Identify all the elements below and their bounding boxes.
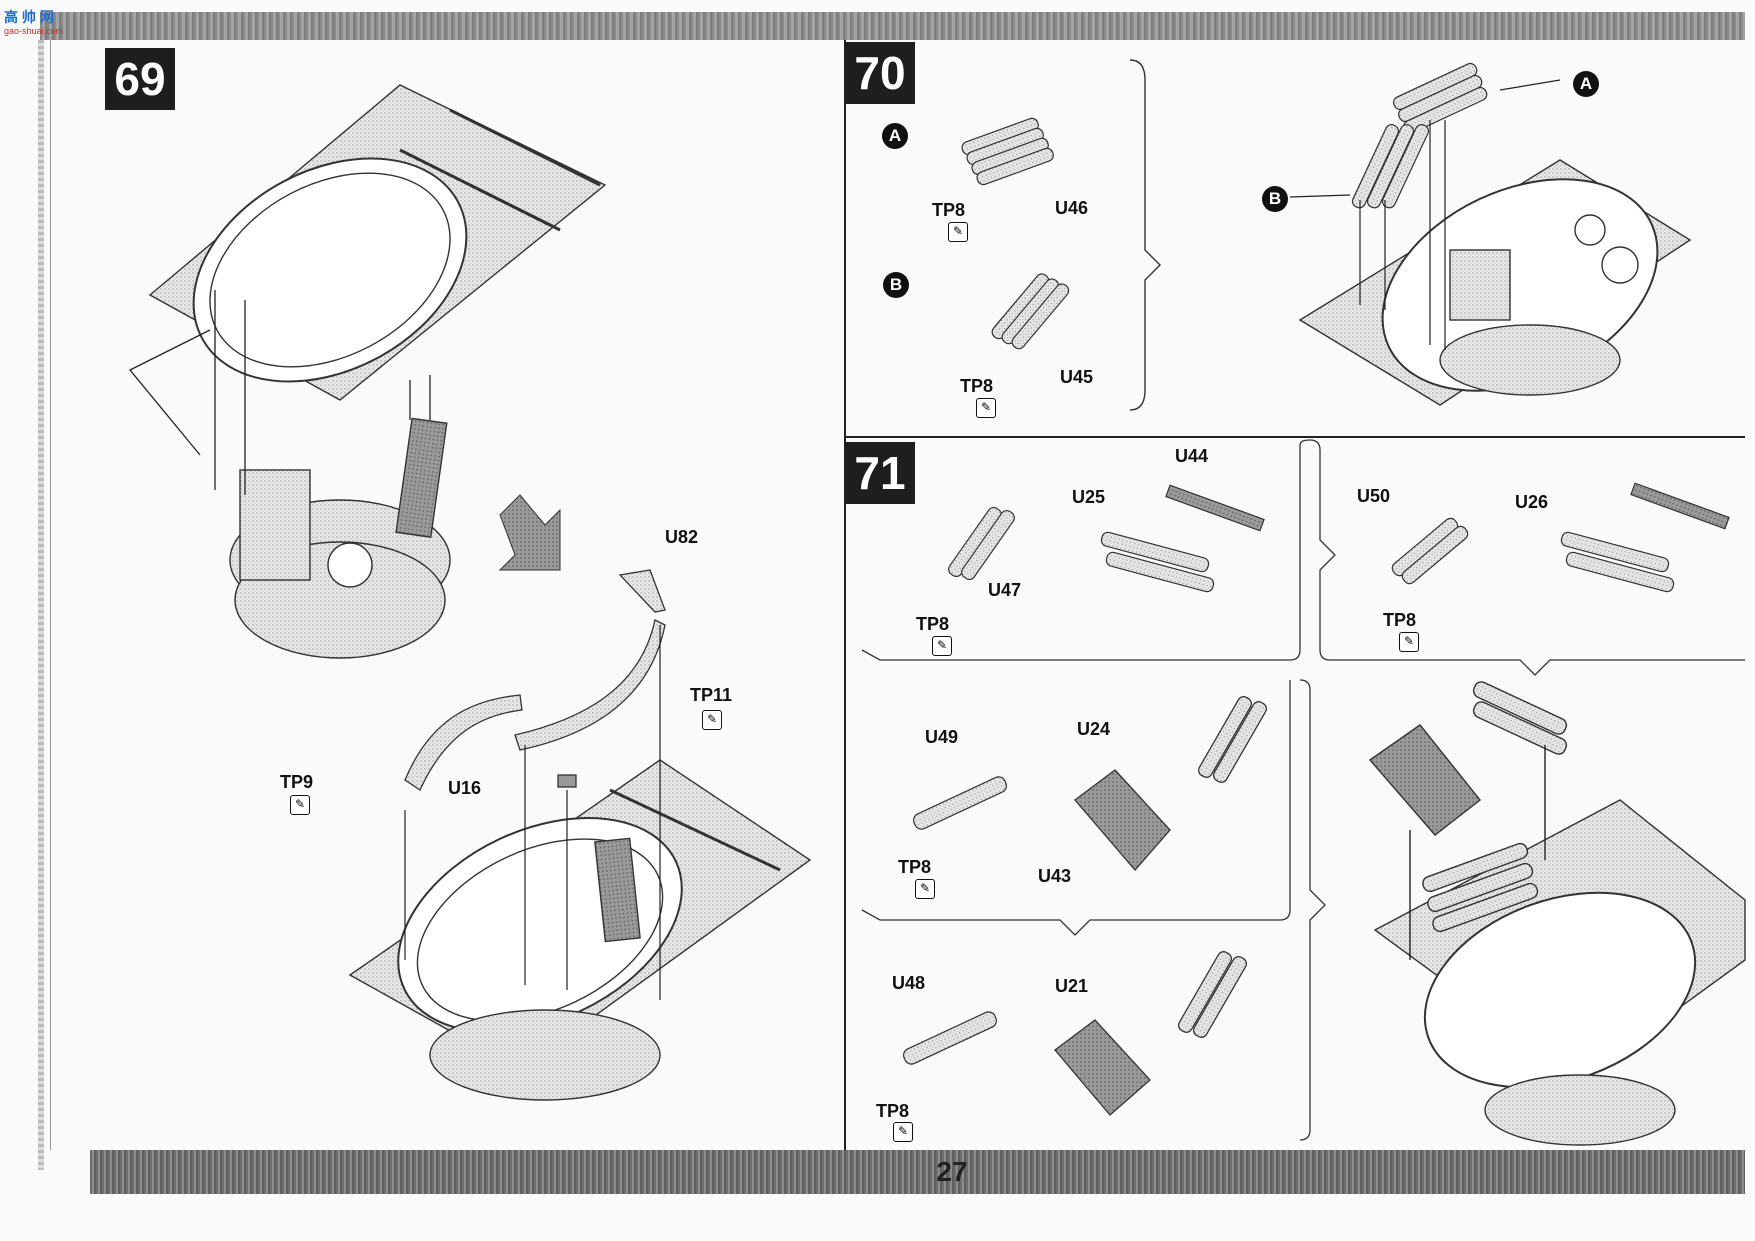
step69-upper-plate bbox=[148, 84, 607, 401]
part-label-tp8: TP8 bbox=[876, 1101, 910, 1121]
logo-sub: gao-shuai.com bbox=[4, 26, 64, 36]
part-label-u50: U50 bbox=[1357, 486, 1391, 506]
part-label-tp8: TP8 bbox=[916, 614, 950, 634]
decal-sheet-icon: ✎ bbox=[915, 879, 935, 899]
decal-sheet-icon: ✎ bbox=[290, 795, 310, 815]
decal-sheet-icon: ✎ bbox=[702, 710, 722, 730]
step-71-badge: 71 bbox=[845, 442, 915, 504]
part-label-u16: U16 bbox=[448, 778, 482, 798]
scan-left-edge bbox=[38, 40, 44, 1170]
part-label-tp9: TP9 bbox=[280, 772, 314, 792]
part-label-u45: U45 bbox=[1060, 367, 1094, 387]
step-70-badge: 70 bbox=[845, 42, 915, 104]
scan-bottom-band bbox=[90, 1150, 1745, 1194]
step71-shells-u48 bbox=[903, 1011, 997, 1065]
part-label-u26: U26 bbox=[1515, 492, 1549, 512]
part-label-tp8: TP8 bbox=[898, 857, 932, 877]
decal-sheet-icon: ✎ bbox=[893, 1122, 913, 1142]
step70-shell-group-a bbox=[961, 117, 1054, 186]
decal-sheet-icon: ✎ bbox=[1399, 632, 1419, 652]
step70-71-divider bbox=[844, 436, 1745, 438]
part-label-u49: U49 bbox=[925, 727, 959, 747]
callout-a: A bbox=[882, 123, 908, 149]
page-number: 27 bbox=[936, 1156, 968, 1187]
step69-armor-pieces bbox=[404, 569, 666, 791]
part-label-tp8: TP8 bbox=[960, 376, 994, 396]
step70-shell-group-b bbox=[991, 273, 1070, 350]
decal-sheet-icon: ✎ bbox=[976, 398, 996, 418]
left-page-edge bbox=[50, 40, 51, 1150]
step69-completed-hull bbox=[348, 759, 812, 1101]
step70-top-shells bbox=[1351, 62, 1488, 209]
decal-sheet-icon: ✎ bbox=[948, 222, 968, 242]
step71-final-assembly bbox=[1368, 681, 1746, 1146]
part-label-u82: U82 bbox=[665, 527, 699, 547]
part-label-u47: U47 bbox=[988, 580, 1022, 600]
down-right-arrow-icon bbox=[498, 494, 561, 571]
step71-brackets bbox=[861, 439, 1745, 1141]
step70-hull-assembly bbox=[1298, 159, 1692, 406]
watermark-logo: 高 帅 网 gao-shuai.com bbox=[4, 10, 63, 38]
step70-assembly-arrows bbox=[1289, 79, 1561, 350]
part-label-tp11: TP11 bbox=[690, 685, 733, 705]
callout-b: B bbox=[1262, 186, 1288, 212]
part-label-u43: U43 bbox=[1038, 866, 1072, 886]
part-label-u24: U24 bbox=[1077, 719, 1111, 739]
step71-box-u21 bbox=[1054, 951, 1248, 1116]
scan-top-band bbox=[40, 12, 1745, 40]
step71-shells-u50 bbox=[1391, 517, 1469, 585]
part-label-u46: U46 bbox=[1055, 198, 1089, 218]
step69-lower-arrows bbox=[404, 625, 661, 1000]
part-label-u21: U21 bbox=[1055, 976, 1089, 996]
step71-box-u43 bbox=[1074, 696, 1268, 871]
part-label-u44: U44 bbox=[1175, 446, 1209, 466]
part-label-tp8: TP8 bbox=[1383, 610, 1417, 630]
part-label-u48: U48 bbox=[892, 973, 926, 993]
step71-rack-u44 bbox=[1100, 484, 1265, 593]
part-label-tp8: TP8 bbox=[932, 200, 966, 220]
step71-shells-u47 bbox=[948, 506, 1015, 581]
step-69-badge: 69 bbox=[105, 48, 175, 110]
step69-turret-basket bbox=[229, 417, 451, 659]
callout-b: B bbox=[883, 272, 909, 298]
callout-a: A bbox=[1573, 71, 1599, 97]
step71-rack-u26 bbox=[1560, 482, 1730, 593]
step69-assembly-arrows bbox=[128, 290, 431, 495]
step70-bracket bbox=[1129, 59, 1161, 411]
part-label-u25: U25 bbox=[1072, 487, 1106, 507]
decal-sheet-icon: ✎ bbox=[932, 636, 952, 656]
logo-text: 高 帅 网 bbox=[4, 9, 54, 25]
step71-shells-u49 bbox=[913, 776, 1007, 830]
center-divider bbox=[844, 40, 846, 1150]
